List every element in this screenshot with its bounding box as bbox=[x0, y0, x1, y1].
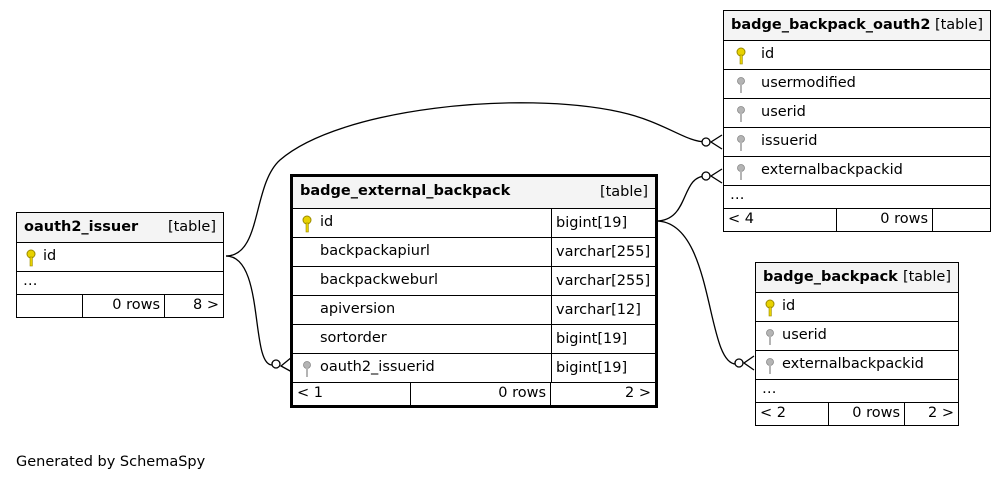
column-name: sortorder bbox=[320, 330, 387, 346]
row-count: 0 rows bbox=[880, 211, 928, 227]
edge-external-backpack-to-badge-backpack bbox=[655, 220, 737, 365]
column-type: varchar[255] bbox=[551, 267, 655, 295]
edge-endpoint-circle bbox=[734, 358, 744, 368]
table-badge-external-backpack[interactable]: badge_external_backpack [table] id bigin… bbox=[290, 174, 658, 408]
generated-by-text: Generated by SchemaSpy bbox=[16, 454, 206, 470]
column-row[interactable]: id bbox=[756, 293, 958, 322]
foreign-key-icon bbox=[766, 358, 774, 374]
foreign-key-icon bbox=[766, 329, 774, 345]
column-row[interactable]: userid bbox=[724, 99, 990, 128]
table-header: badge_backpack_oauth2 [table] bbox=[724, 11, 990, 41]
table-name: badge_backpack bbox=[763, 269, 898, 285]
crowfoot-arrow bbox=[709, 168, 723, 184]
child-count[interactable]: 2 > bbox=[928, 405, 954, 421]
column-row[interactable]: userid bbox=[756, 322, 958, 351]
column-name: id bbox=[43, 248, 57, 264]
edge-oauth2-issuer-to-external-backpack bbox=[225, 255, 273, 366]
primary-key-icon bbox=[736, 47, 746, 65]
column-row[interactable]: id bbox=[724, 41, 990, 70]
column-type: bigint[19] bbox=[551, 354, 655, 382]
table-name: badge_backpack_oauth2 bbox=[731, 17, 931, 33]
primary-key-icon bbox=[302, 215, 312, 233]
column-row[interactable]: externalbackpackid bbox=[756, 351, 958, 380]
table-badge-backpack-oauth2[interactable]: badge_backpack_oauth2 [table] id usermod… bbox=[723, 10, 991, 232]
column-row[interactable]: apiversion varchar[12] bbox=[293, 296, 655, 325]
child-count[interactable]: 2 > bbox=[625, 385, 651, 401]
parent-count[interactable]: < 1 bbox=[297, 385, 323, 401]
column-name: backpackweburl bbox=[320, 272, 439, 288]
column-name: apiversion bbox=[320, 301, 396, 317]
column-type: varchar[255] bbox=[551, 238, 655, 266]
column-name: backpackapiurl bbox=[320, 243, 430, 259]
column-row[interactable]: backpackapiurl varchar[255] bbox=[293, 238, 655, 267]
foreign-key-icon bbox=[737, 135, 745, 151]
foreign-key-icon bbox=[737, 164, 745, 180]
column-type: bigint[19] bbox=[551, 325, 655, 353]
table-name: badge_external_backpack bbox=[300, 183, 511, 199]
column-name: issuerid bbox=[761, 133, 818, 149]
column-name: id bbox=[761, 46, 775, 62]
primary-key-icon bbox=[26, 249, 36, 267]
edge-endpoint-circle bbox=[701, 171, 711, 181]
table-kind: [table] bbox=[934, 17, 983, 33]
more-columns-ellipsis: … bbox=[17, 272, 223, 295]
more-columns-ellipsis: … bbox=[756, 380, 958, 403]
parent-count[interactable]: < 2 bbox=[760, 405, 786, 421]
primary-key-icon bbox=[765, 299, 775, 317]
column-name: externalbackpackid bbox=[761, 162, 903, 178]
column-row[interactable]: externalbackpackid bbox=[724, 157, 990, 186]
column-row[interactable]: backpackweburl varchar[255] bbox=[293, 267, 655, 296]
column-row[interactable]: sortorder bigint[19] bbox=[293, 325, 655, 354]
table-badge-backpack[interactable]: badge_backpack [table] id userid extern bbox=[755, 262, 959, 426]
foreign-key-icon bbox=[737, 106, 745, 122]
child-count[interactable]: 8 > bbox=[193, 297, 219, 313]
column-name: userid bbox=[761, 104, 806, 120]
more-columns-ellipsis: … bbox=[724, 186, 990, 209]
table-header: oauth2_issuer [table] bbox=[17, 213, 223, 243]
column-row[interactable]: id bigint[19] bbox=[293, 209, 655, 238]
column-type: varchar[12] bbox=[551, 296, 655, 324]
column-type: bigint[19] bbox=[551, 209, 655, 237]
table-footer: < 4 0 rows bbox=[724, 209, 990, 231]
table-header: badge_external_backpack [table] bbox=[293, 177, 655, 209]
crowfoot-arrow bbox=[742, 355, 755, 371]
row-count: 0 rows bbox=[112, 297, 160, 313]
edge-endpoint-circle bbox=[271, 359, 281, 369]
column-row[interactable]: oauth2_issuerid bigint[19] bbox=[293, 354, 655, 383]
column-name: usermodified bbox=[761, 75, 856, 91]
table-footer: < 2 0 rows 2 > bbox=[756, 403, 958, 425]
column-name: id bbox=[782, 298, 796, 314]
column-name: oauth2_issuerid bbox=[320, 359, 435, 375]
foreign-key-icon bbox=[737, 77, 745, 93]
column-row[interactable]: id bbox=[17, 243, 223, 272]
table-kind: [table] bbox=[902, 269, 951, 285]
table-oauth2-issuer[interactable]: oauth2_issuer [table] id … 0 rows 8 > bbox=[16, 212, 224, 318]
foreign-key-icon bbox=[303, 361, 311, 377]
row-count: 0 rows bbox=[498, 385, 546, 401]
column-row[interactable]: usermodified bbox=[724, 70, 990, 99]
edge-endpoint-circle bbox=[701, 137, 711, 147]
column-name: id bbox=[320, 214, 334, 230]
column-name: externalbackpackid bbox=[782, 356, 924, 372]
table-footer: 0 rows 8 > bbox=[17, 295, 223, 317]
edge-external-backpack-to-backpack-oauth2 bbox=[655, 175, 707, 222]
table-kind: [table] bbox=[599, 184, 648, 200]
table-kind: [table] bbox=[167, 219, 216, 235]
table-header: badge_backpack [table] bbox=[756, 263, 958, 293]
row-count: 0 rows bbox=[852, 405, 900, 421]
table-name: oauth2_issuer bbox=[24, 219, 139, 235]
table-footer: < 1 0 rows 2 > bbox=[293, 383, 655, 405]
column-row[interactable]: issuerid bbox=[724, 128, 990, 157]
parent-count[interactable]: < 4 bbox=[728, 211, 754, 227]
crowfoot-arrow bbox=[709, 134, 723, 150]
column-name: userid bbox=[782, 327, 827, 343]
